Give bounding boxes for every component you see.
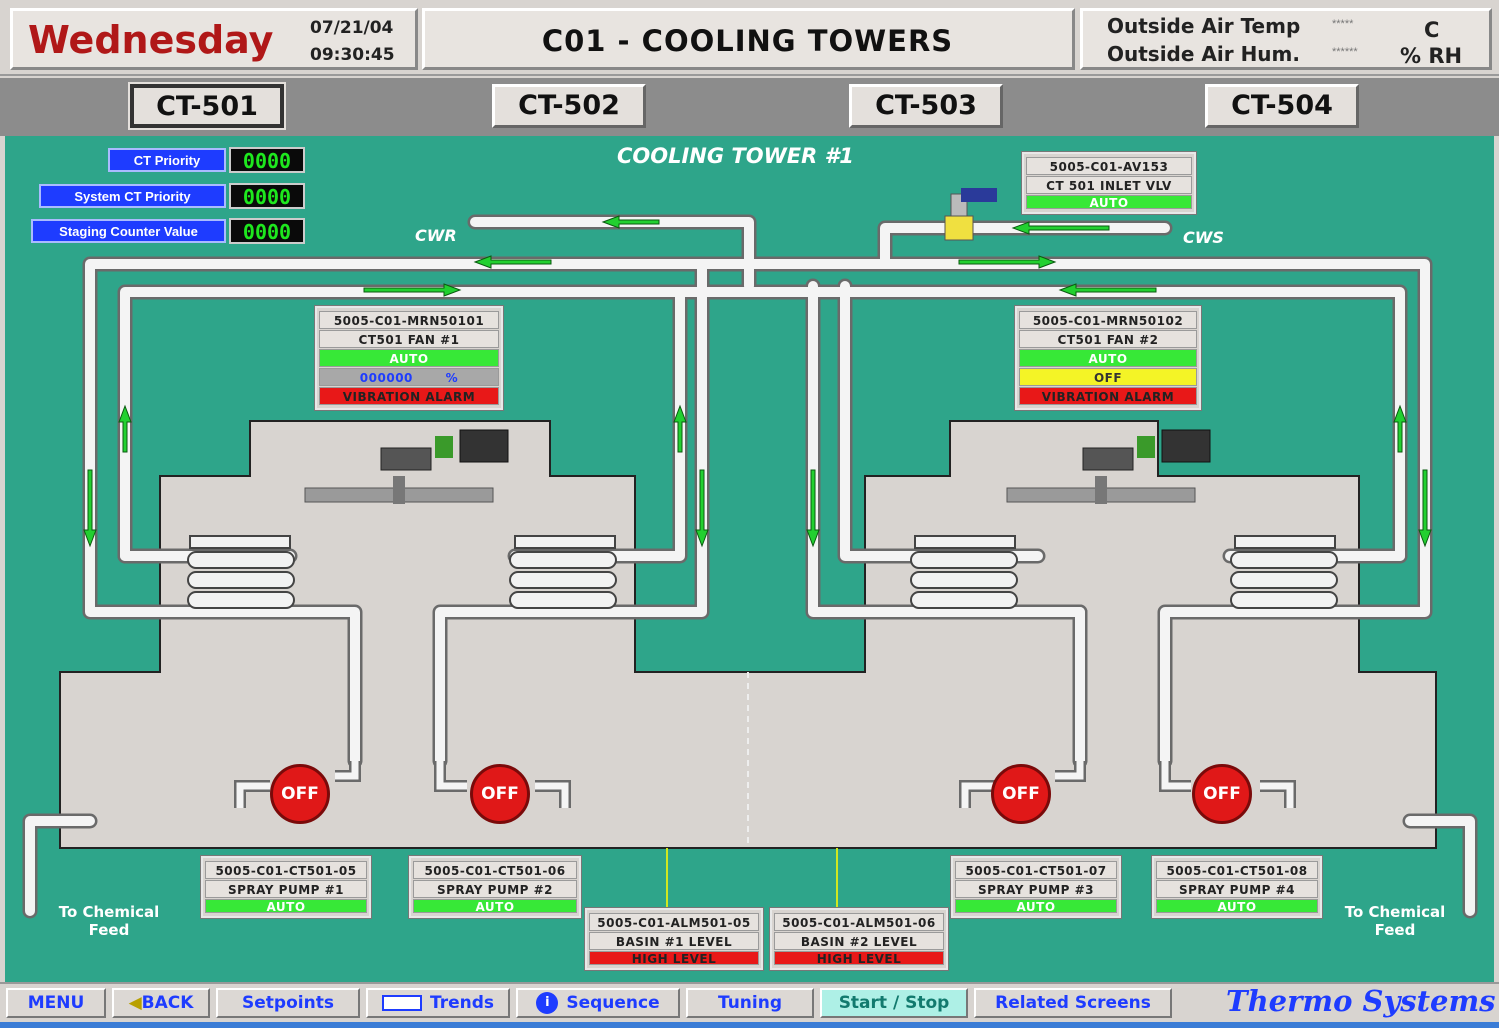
fan-1-name: CT501 FAN #1 [319,330,499,348]
fan-2-panel[interactable]: 5005-C01-MRN50102 CT501 FAN #2 AUTO OFF … [1014,305,1202,411]
page-title: C01 - COOLING TOWERS [541,24,954,58]
basin-2-alarm: HIGH LEVEL [774,951,944,966]
tab-bar: CT-501 CT-502 CT-503 CT-504 [0,78,1499,136]
cwr-label: CWR [415,226,457,245]
chemical-feed-left-label: To Chemical Feed [58,903,160,939]
pump-2-tag: 5005-C01-CT501-06 [413,861,577,879]
menu-button[interactable]: MENU [6,988,106,1018]
fan-1-speed-unit: % [445,371,459,385]
oah-value: ****** [1332,46,1358,58]
spray-pump-3-button[interactable]: OFF [991,764,1051,824]
fan-2-status: AUTO [1019,349,1197,367]
inlet-valve-panel[interactable]: 5005-C01-AV153 CT 501 INLET VLV AUTO [1021,151,1197,215]
oat-unit: C [1424,18,1440,42]
fan-1 [304,429,509,504]
pump-2-status: AUTO [413,899,577,914]
basin-1-name: BASIN #1 LEVEL [589,932,759,950]
oat-label: Outside Air Temp [1107,14,1301,38]
valve-tag: 5005-C01-AV153 [1026,157,1192,175]
process-graphic: COOLING TOWER #1 CWR CWS CT Priority 000… [5,136,1494,982]
ct-priority-label: CT Priority [108,148,226,172]
title-panel [422,8,1075,70]
staging-counter-label: Staging Counter Value [31,219,226,243]
fan-1-alarm: VIBRATION ALARM [319,387,499,405]
basin-1-panel[interactable]: 5005-C01-ALM501-05 BASIN #1 LEVEL HIGH L… [584,907,764,971]
spray-pump-2-panel[interactable]: 5005-C01-CT501-06 SPRAY PUMP #2 AUTO [408,855,582,919]
oah-label: Outside Air Hum. [1107,42,1300,66]
spray-pump-3-panel[interactable]: 5005-C01-CT501-07 SPRAY PUMP #3 AUTO [950,855,1122,919]
bottom-nav: MENU ◀BACK Setpoints Trends i Sequence Tu… [0,982,1499,1028]
ct-priority-value[interactable]: 0000 [229,147,305,173]
pump-1-tag: 5005-C01-CT501-05 [205,861,367,879]
related-screens-button[interactable]: Related Screens [974,988,1172,1018]
spray-pump-1-button[interactable]: OFF [270,764,330,824]
sequence-label: Sequence [566,993,660,1013]
sequence-button[interactable]: i Sequence [516,988,680,1018]
fan-2-name: CT501 FAN #2 [1019,330,1197,348]
tower-title: COOLING TOWER #1 [617,144,854,168]
tab-ct-503[interactable]: CT-503 [849,84,1003,128]
back-label: BACK [141,993,194,1013]
system-ct-priority-label: System CT Priority [39,184,226,208]
tuning-button[interactable]: Tuning [686,988,814,1018]
fan-1-tag: 5005-C01-MRN50101 [319,311,499,329]
basin-2-name: BASIN #2 LEVEL [774,932,944,950]
fan-2-tag: 5005-C01-MRN50102 [1019,311,1197,329]
pump-3-status: AUTO [955,899,1117,914]
back-arrow-icon: ◀ [128,993,142,1013]
info-icon: i [536,992,559,1014]
pump-4-tag: 5005-C01-CT501-08 [1156,861,1318,879]
valve-name: CT 501 INLET VLV [1026,176,1192,194]
fan-1-panel[interactable]: 5005-C01-MRN50101 CT501 FAN #1 AUTO 0000… [314,305,504,411]
tab-ct-502[interactable]: CT-502 [492,84,646,128]
start-stop-button[interactable]: Start / Stop [820,988,968,1018]
spray-pump-4-button[interactable]: OFF [1192,764,1252,824]
back-button[interactable]: ◀BACK [112,988,210,1018]
valve-status: AUTO [1026,195,1192,210]
spray-pump-1-panel[interactable]: 5005-C01-CT501-05 SPRAY PUMP #1 AUTO [200,855,372,919]
tower-diagram [22,188,1478,919]
day-label: Wednesday [28,18,274,62]
nav-bottom-line [0,1022,1499,1028]
trends-icon [381,995,422,1011]
trends-label: Trends [429,993,495,1013]
pump-2-name: SPRAY PUMP #2 [413,880,577,898]
pump-1-name: SPRAY PUMP #1 [205,880,367,898]
header: Wednesday 07/21/04 09:30:45 C01 - COOLIN… [0,0,1499,76]
basin-2-tag: 5005-C01-ALM501-06 [774,913,944,931]
date-panel [10,8,418,70]
brand-logo: Thermo Systems [1226,984,1496,1018]
cws-label: CWS [1183,228,1224,247]
tab-ct-501[interactable]: CT-501 [128,82,286,130]
trends-button[interactable]: Trends [366,988,510,1018]
fan-2-state: OFF [1019,368,1197,386]
basin-1-tag: 5005-C01-ALM501-05 [589,913,759,931]
date-value: 07/21/04 [310,18,394,38]
tab-ct-504[interactable]: CT-504 [1205,84,1359,128]
pump-4-status: AUTO [1156,899,1318,914]
system-ct-priority-value[interactable]: 0000 [229,183,305,209]
pump-3-name: SPRAY PUMP #3 [955,880,1117,898]
oat-value: ***** [1332,18,1354,30]
weather-panel [1080,8,1492,70]
time-value: 09:30:45 [310,45,395,65]
chemical-feed-right-label: To Chemical Feed [1344,903,1446,939]
pump-1-status: AUTO [205,899,367,914]
fan-1-speed: 000000 [359,371,413,385]
fan-2-alarm: VIBRATION ALARM [1019,387,1197,405]
basin-1-alarm: HIGH LEVEL [589,951,759,966]
fan-2 [1006,429,1211,504]
pump-4-name: SPRAY PUMP #4 [1156,880,1318,898]
spray-pump-4-panel[interactable]: 5005-C01-CT501-08 SPRAY PUMP #4 AUTO [1151,855,1323,919]
oah-unit: % RH [1400,44,1463,68]
basin-2-panel[interactable]: 5005-C01-ALM501-06 BASIN #2 LEVEL HIGH L… [769,907,949,971]
fan-1-status: AUTO [319,349,499,367]
pump-3-tag: 5005-C01-CT501-07 [955,861,1117,879]
inlet-valve [944,188,997,241]
fan-1-speed-row: 000000 % [319,368,499,386]
staging-counter-value[interactable]: 0000 [229,218,305,244]
spray-pump-2-button[interactable]: OFF [470,764,530,824]
setpoints-button[interactable]: Setpoints [216,988,360,1018]
